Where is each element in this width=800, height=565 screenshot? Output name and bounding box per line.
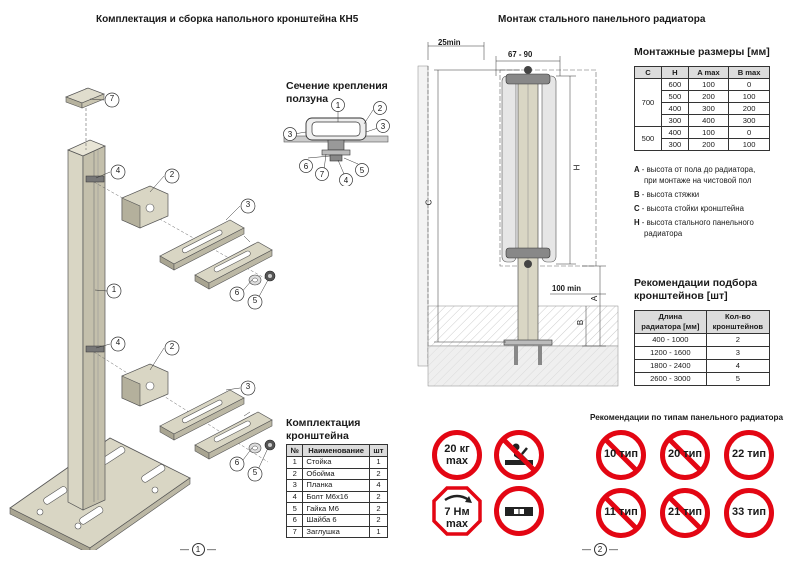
legend-item-A: A - высота от пола до радиатора, xyxy=(634,165,756,174)
section-callout-5: 5 xyxy=(360,166,365,175)
mount-title: Монтажные размеры [мм] xyxy=(634,46,770,58)
prohibited-circle-icon xyxy=(660,430,710,480)
slider-section-drawing: 1 2 3 3 6 7 4 5 xyxy=(283,98,390,186)
callout-5-lower: 5 xyxy=(252,468,258,477)
callout-2-lower: 2 xyxy=(169,342,175,351)
section-callout-2: 2 xyxy=(378,104,383,113)
radiator-type-label: 10 тип xyxy=(603,448,639,460)
kit-col-no: № xyxy=(285,444,304,457)
section-callout-3b: 3 xyxy=(381,122,386,131)
radiator-type-label: 22 тип xyxy=(731,448,767,460)
kit-table-header: № Наименование шт xyxy=(285,444,389,457)
max-torque-sign xyxy=(432,486,482,536)
callout-7: 7 xyxy=(109,94,115,103)
prohibited-circle-icon xyxy=(596,488,646,538)
dim-25min: 25min xyxy=(438,38,461,47)
allowed-circle-icon xyxy=(724,488,774,538)
right-page-title: Монтаж стального панельного радиатора xyxy=(498,14,706,25)
legend-item-H: H - высота стального панельного xyxy=(634,218,754,227)
callout-6-upper: 6 xyxy=(234,288,240,297)
radiator-type-sign: 11 тип xyxy=(596,488,646,538)
radiator-type-sign: 21 тип xyxy=(660,488,710,538)
dim-A: A xyxy=(590,295,600,302)
page-number-left: — 1 — xyxy=(180,543,217,556)
max-torque-text: 7 Нм max xyxy=(444,506,470,530)
types-title: Рекомендации по типам панельного радиато… xyxy=(590,413,784,422)
no-sitting-sign xyxy=(494,430,544,480)
legend-item-A-cont: при монтаже на чистовой пол xyxy=(644,176,752,185)
mount-table-header: C H A max B max xyxy=(634,66,770,79)
bracket-assembly-drawing xyxy=(9,87,276,550)
dimension-legend: A - высота от пола до радиатора, при мон… xyxy=(634,164,796,239)
callout-2-upper: 2 xyxy=(169,170,175,179)
max-weight-sign: 20 кг max xyxy=(432,430,482,480)
dim-100min: 100 min xyxy=(552,284,582,293)
section-callout-3a: 3 xyxy=(288,130,293,139)
section-title: Сечение крепления ползуна xyxy=(286,80,388,105)
section-callout-1: 1 xyxy=(336,101,341,110)
kit-col-qty: шт xyxy=(368,444,389,457)
radiator-types: 10 тип 20 тип 22 тип 11 тип 21 тип 33 тип xyxy=(590,430,790,540)
radiator-type-sign: 22 тип xyxy=(724,430,774,480)
callout-4-upper: 4 xyxy=(115,166,121,175)
callout-1: 1 xyxy=(111,285,117,294)
dim-B: B xyxy=(576,319,586,326)
radiator-type-label: 20 тип xyxy=(667,448,703,460)
callout-6-lower: 6 xyxy=(234,458,240,467)
radiator-type-label: 11 тип xyxy=(604,506,638,518)
dim-C: C xyxy=(424,199,434,206)
callout-5-upper: 5 xyxy=(252,296,258,305)
left-page-title: Комплектация и сборка напольного кронште… xyxy=(96,14,359,25)
radiator-type-sign: 20 тип xyxy=(660,430,710,480)
legend-item-C: C - высота стойки кронштейна xyxy=(634,204,744,213)
callout-4-lower: 4 xyxy=(115,338,121,347)
prohibited-circle-icon xyxy=(660,488,710,538)
level-sign xyxy=(494,486,544,536)
radiator-type-label: 21 тип xyxy=(667,506,703,518)
kit-title: Комплектация кронштейна xyxy=(286,417,361,442)
section-callout-4: 4 xyxy=(344,176,349,185)
callout-3-lower: 3 xyxy=(245,382,251,391)
section-callout-7: 7 xyxy=(320,170,325,179)
dim-H: H xyxy=(572,164,582,171)
legend-item-B: B - высота стяжки xyxy=(634,190,700,199)
radiator-mounting-drawing xyxy=(417,42,619,387)
allowed-circle-icon xyxy=(724,430,774,480)
page-number-right: — 2 — xyxy=(582,543,619,556)
callout-3-upper: 3 xyxy=(245,200,251,209)
prohibited-circle-icon xyxy=(596,430,646,480)
dim-67-90: 67 - 90 xyxy=(508,50,533,59)
callout-circles xyxy=(104,92,263,482)
radiator-type-label: 33 тип xyxy=(731,506,767,518)
section-callout-6: 6 xyxy=(304,162,309,171)
radiator-type-sign: 33 тип xyxy=(724,488,774,538)
kit-col-name: Наименование xyxy=(302,444,370,457)
radiator-type-sign: 10 тип xyxy=(596,430,646,480)
legend-item-H-cont: радиатора xyxy=(644,229,683,238)
rec-title: Рекомендации подбора кронштейнов [шт] xyxy=(634,277,758,302)
